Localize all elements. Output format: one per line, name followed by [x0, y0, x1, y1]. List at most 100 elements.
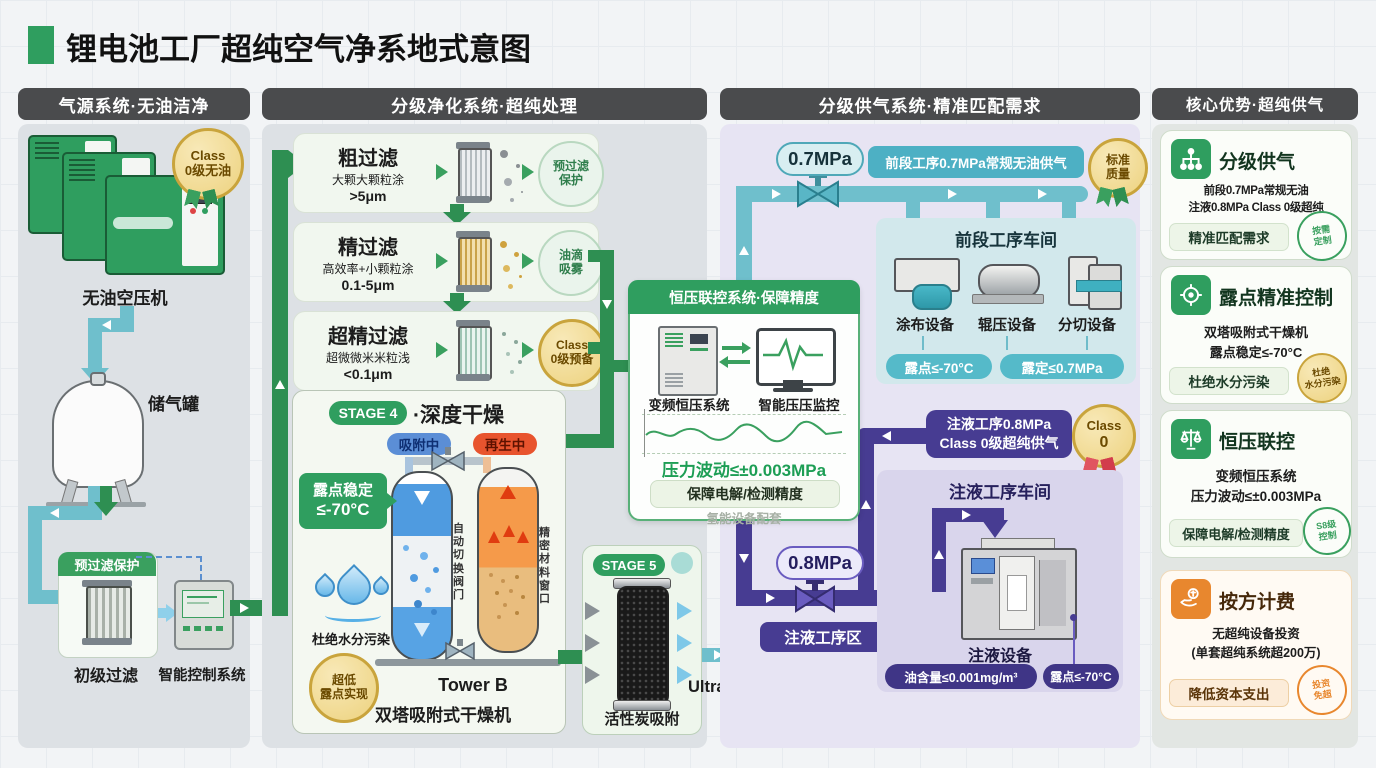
pipe: [28, 506, 42, 602]
pipe: [562, 434, 614, 448]
pressure-note: 氢能设备配套: [706, 512, 782, 526]
row-title: 超精过滤: [328, 326, 408, 348]
particles: [502, 332, 506, 336]
machine-label: 分切设备: [1058, 318, 1116, 334]
desiccant: [489, 573, 493, 577]
filter-cartridge: [86, 586, 132, 644]
fluctuation-metric: 压力波动≤±0.003MPa: [661, 461, 827, 480]
adsorbing-pill: 吸附中: [387, 433, 451, 455]
pipe: [614, 360, 630, 372]
out-arrow: [677, 666, 692, 684]
pipe: [736, 186, 1088, 202]
row-size: 0.1-5μm: [341, 277, 395, 293]
row-desc: 大颗大颗粒涂: [331, 173, 404, 187]
panel-source-header: 气源系统·无油洁净: [18, 88, 250, 120]
panel-purify-header: 分级净化系统·超纯处理: [262, 88, 707, 120]
adv-card-title: 露点精准控制: [1219, 288, 1334, 309]
pipe: [558, 650, 584, 664]
water-drop-icon: [369, 575, 393, 599]
dewpoint-pill: 露点≤-70°C: [886, 354, 992, 379]
injection-workshop-title: 注液工序车间: [949, 483, 1051, 502]
row-desc: 高效率+小颗粒涂: [322, 262, 414, 276]
pipe-arrowhead: [94, 502, 118, 516]
adv-card-supply: 分级供气 前段0.7MPa常规无油注液0.8MPa Class 0级超纯 精准匹…: [1160, 130, 1352, 265]
valve-icon: [797, 174, 839, 208]
row-size: <0.1μm: [343, 366, 393, 382]
tower-adsorbing: [391, 471, 453, 661]
particles: [500, 150, 508, 158]
stability-pill: 露定≤0.7MPa: [1000, 354, 1124, 379]
panel-supply-header: 分级供气系统·精准匹配需求: [720, 88, 1140, 120]
carbon-cartridge: [617, 586, 669, 706]
valve-icon: [445, 639, 475, 661]
pressure-box-header: 恒压联控系统·保障精度: [628, 280, 860, 314]
injection-zone-label: 注液工序区: [760, 622, 886, 652]
adv-card-pressure: 恒压联控 变频恒压系统压力波动≤±0.003MPa 保障电解/检测精度 S8级控…: [1160, 410, 1355, 559]
pressure-control-box: 恒压联控系统·保障精度 变频恒压系统 智能压压监控 压力波动≤±0.003MPa…: [628, 280, 860, 526]
in-arrow: [585, 602, 600, 620]
row-title: 精过滤: [338, 237, 398, 259]
pipe: [28, 590, 60, 604]
adv-card-pill: 杜绝水分污染: [1169, 367, 1289, 395]
tower-label: Tower B: [438, 675, 508, 695]
pipe: [88, 318, 102, 370]
bubbles: [403, 545, 409, 551]
adv-card-title: 分级供气: [1219, 152, 1296, 173]
monitor-label: 智能压压监控: [758, 398, 840, 413]
precision-pill: 保障电解/检测精度: [650, 480, 840, 508]
row-badge: 油滴吸雾: [538, 230, 604, 296]
primary-filter-label: 初级过滤: [73, 668, 138, 685]
stage5-tag: STAGE 5: [593, 554, 665, 576]
pressure-08-pill: 0.8MPa: [776, 546, 864, 580]
machine-label: 涂布设备: [896, 318, 954, 334]
scale-icon: [1171, 419, 1211, 459]
injection-machine-label: 注液设备: [967, 648, 1032, 665]
water-drop-icon: [310, 572, 340, 602]
coin-hand-icon: [1171, 579, 1211, 619]
title-accent-square: [28, 26, 54, 64]
pipe-arrowhead: [982, 520, 1008, 538]
adv-card-lines: 变频恒压系统压力波动≤±0.003MPa: [1190, 469, 1322, 505]
filter-cartridge: [458, 148, 492, 202]
controller-device: [174, 580, 234, 650]
filter-cartridge: [458, 326, 492, 380]
pressure-wave: [642, 409, 846, 457]
pipe: [858, 434, 874, 592]
water-note: 杜绝水分污染: [311, 632, 390, 647]
monitor: [756, 328, 836, 386]
in-arrow: [585, 666, 600, 684]
front-workshop-title: 前段工序车间: [955, 231, 1057, 250]
out-arrow: [677, 634, 692, 652]
row-badge: 预过滤保护: [538, 141, 604, 207]
signal-line: [136, 556, 202, 558]
adv-card-title: 按方计费: [1219, 592, 1296, 613]
adv-card-pill: 保障电解/检测精度: [1169, 519, 1303, 547]
water-drop-icon: [329, 563, 379, 613]
regenerating-pill: 再生中: [473, 433, 537, 455]
out-arrow: [677, 602, 692, 620]
roller-machine: [978, 264, 1040, 298]
pressure-07-pill: 0.7MPa: [776, 142, 864, 176]
swap-arrow: [719, 356, 728, 368]
swap-arrow: [742, 342, 751, 354]
valve-icon: [431, 447, 465, 472]
row-size: >5μm: [349, 188, 387, 204]
dryer-label: 双塔吸附式干燥机: [375, 706, 511, 725]
air-tank: [52, 380, 144, 488]
adv-card-lines: 前段0.7MPa常规无油注液0.8MPa Class 0级超纯: [1188, 185, 1324, 215]
signal-line: [200, 556, 202, 580]
tank-label: 储气罐: [148, 395, 199, 414]
down-arrow: [443, 212, 471, 225]
pipe: [100, 486, 112, 502]
pipe: [28, 506, 102, 520]
vfd-label: 变频恒压系统: [648, 398, 730, 413]
vfd-cabinet: [658, 326, 718, 396]
row-desc: 超微微米米粒浅: [325, 351, 410, 365]
supply-banner-07: 前段工序0.7MPa常规无油供气: [868, 146, 1084, 178]
controller-label: 智能控制系统: [158, 668, 246, 684]
adv-card-pill: 精准匹配需求: [1169, 223, 1289, 251]
target-icon: [1171, 275, 1211, 315]
